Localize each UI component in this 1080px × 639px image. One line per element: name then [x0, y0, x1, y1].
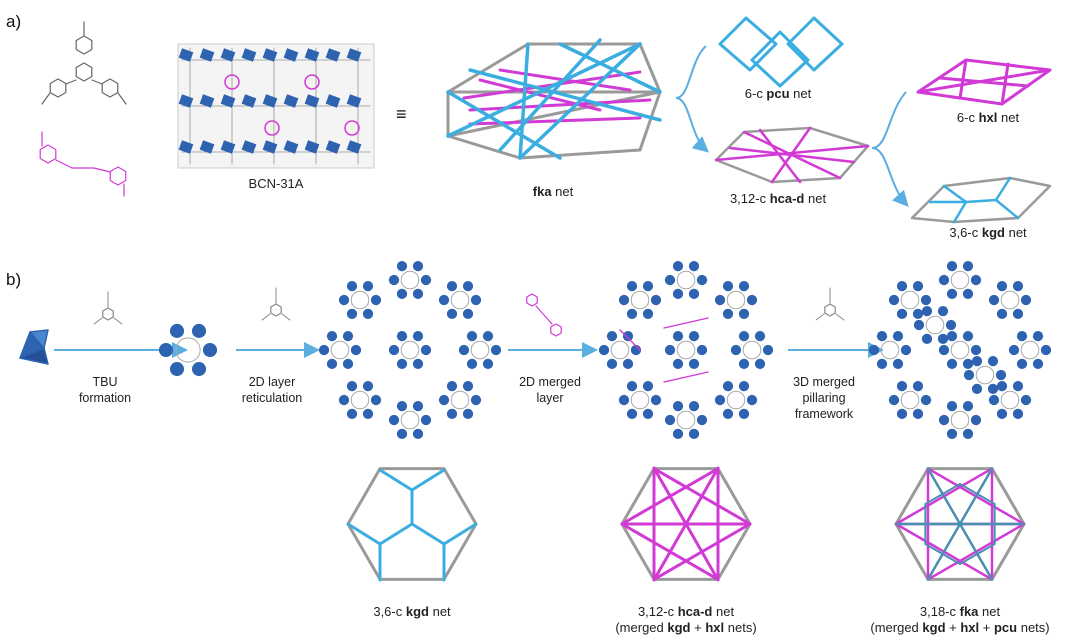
fka-net-drawing	[446, 38, 662, 160]
mof-name-label: BCN-31A	[248, 176, 304, 191]
hcad-net-bottom	[620, 466, 752, 582]
panel-label-b: b)	[6, 270, 22, 289]
kgd-net-label-top: 3,6-c kgd net	[949, 225, 1027, 240]
linker-above-pillaring	[815, 287, 845, 321]
equivalence-symbol: ≡	[396, 104, 407, 124]
3d-pillared-framework	[868, 261, 1052, 439]
fka-net-label: fka net	[532, 184, 574, 199]
azo-linker-above-merge	[526, 293, 562, 337]
tritopic-linker-molecule	[41, 21, 127, 105]
pcu-net-label: 6-c pcu net	[744, 86, 812, 101]
pcu-net-drawing	[718, 16, 844, 88]
bottom-kgd-label: 3,6-c kgd net	[373, 604, 451, 619]
fka-net-bottom	[894, 467, 1026, 581]
decomposition-arrows	[675, 45, 906, 204]
hxl-net-drawing	[916, 58, 1052, 106]
kgd-net-bottom	[346, 467, 478, 582]
tbu-ring	[158, 323, 218, 377]
linker-above-reticulation	[261, 287, 291, 321]
hcad-net-drawing	[714, 126, 870, 184]
hxl-net-label: 6-c hxl net	[956, 110, 1020, 125]
bottom-fka-label: 3,18-c fka net (merged kgd + hxl + pcu n…	[870, 604, 1050, 635]
kgd-net-drawing-top	[910, 176, 1052, 224]
tbu-cluster	[19, 329, 49, 365]
2d-merged-layer	[598, 261, 774, 439]
hcad-net-label: 3,12-c hca-d net	[729, 191, 827, 206]
azo-linker-molecule	[39, 131, 127, 197]
linker-above-tbu	[93, 291, 123, 325]
bcn-31a-structure	[177, 43, 375, 169]
panel-label-a: a)	[6, 12, 22, 31]
bottom-hcad-label: 3,12-c hca-d net (merged kgd + hxl nets)	[615, 604, 757, 635]
2d-layer	[318, 261, 502, 439]
